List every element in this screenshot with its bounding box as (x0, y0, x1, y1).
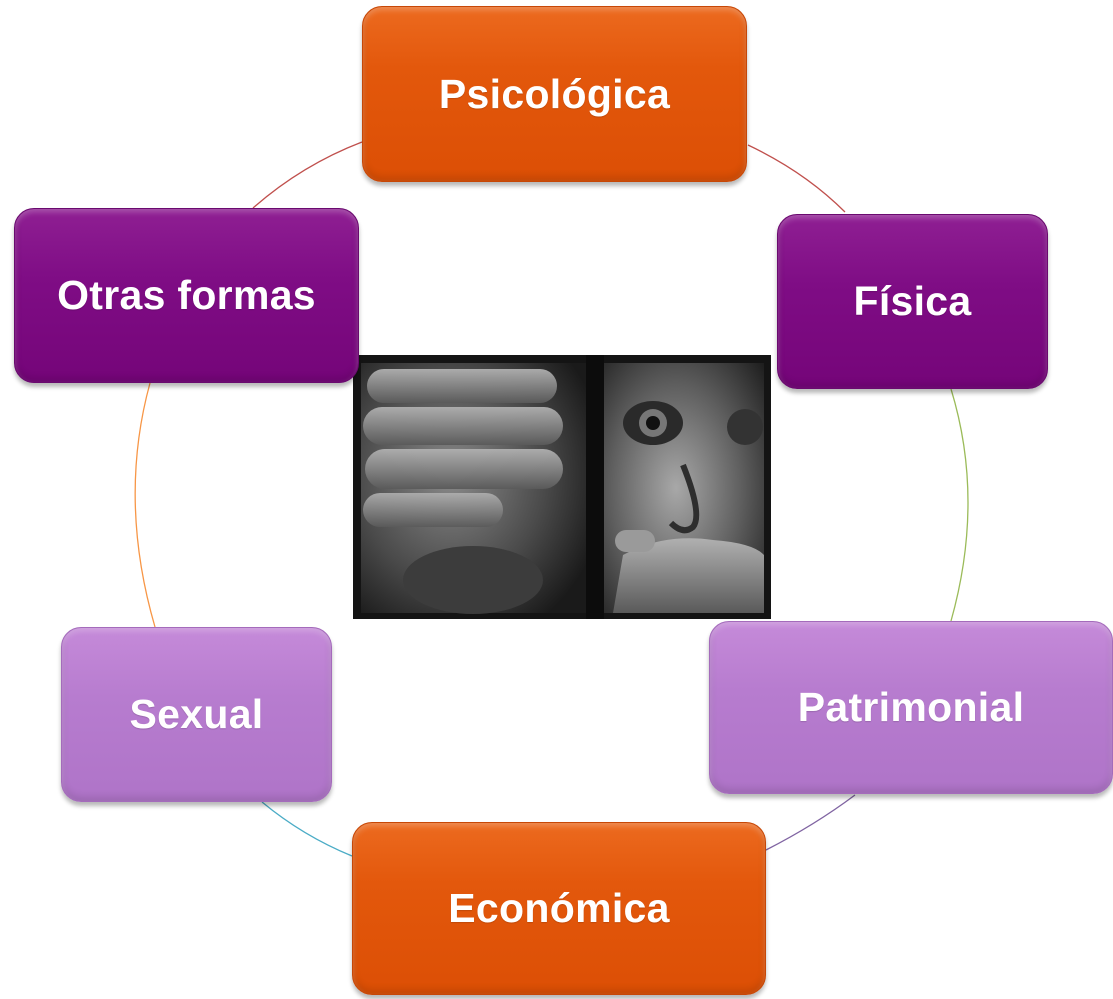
node-label: Física (853, 278, 972, 324)
arc-fisica-patrimonial (950, 388, 969, 622)
node-otras-formas[interactable]: Otras formas (14, 208, 359, 383)
arc-sexual-otras (134, 382, 156, 628)
node-economica[interactable]: Económica (352, 822, 766, 995)
center-photo (353, 355, 771, 619)
arc-psicologica-fisica (747, 144, 846, 213)
node-psicologica[interactable]: Psicológica (362, 6, 747, 182)
node-label: Otras formas (57, 272, 316, 318)
arc-economica-sexual (261, 801, 353, 857)
node-sexual[interactable]: Sexual (61, 627, 332, 802)
node-label: Sexual (129, 691, 264, 737)
photo-hands-covering-mouth-and-eyes-icon (353, 355, 771, 619)
node-label: Patrimonial (797, 684, 1025, 730)
node-patrimonial[interactable]: Patrimonial (709, 621, 1113, 794)
node-fisica[interactable]: Física (777, 214, 1048, 389)
node-label: Económica (448, 885, 670, 931)
arc-otras-psicologica (252, 141, 363, 209)
arc-patrimonial-economica (765, 794, 856, 851)
node-label: Psicológica (438, 70, 671, 117)
